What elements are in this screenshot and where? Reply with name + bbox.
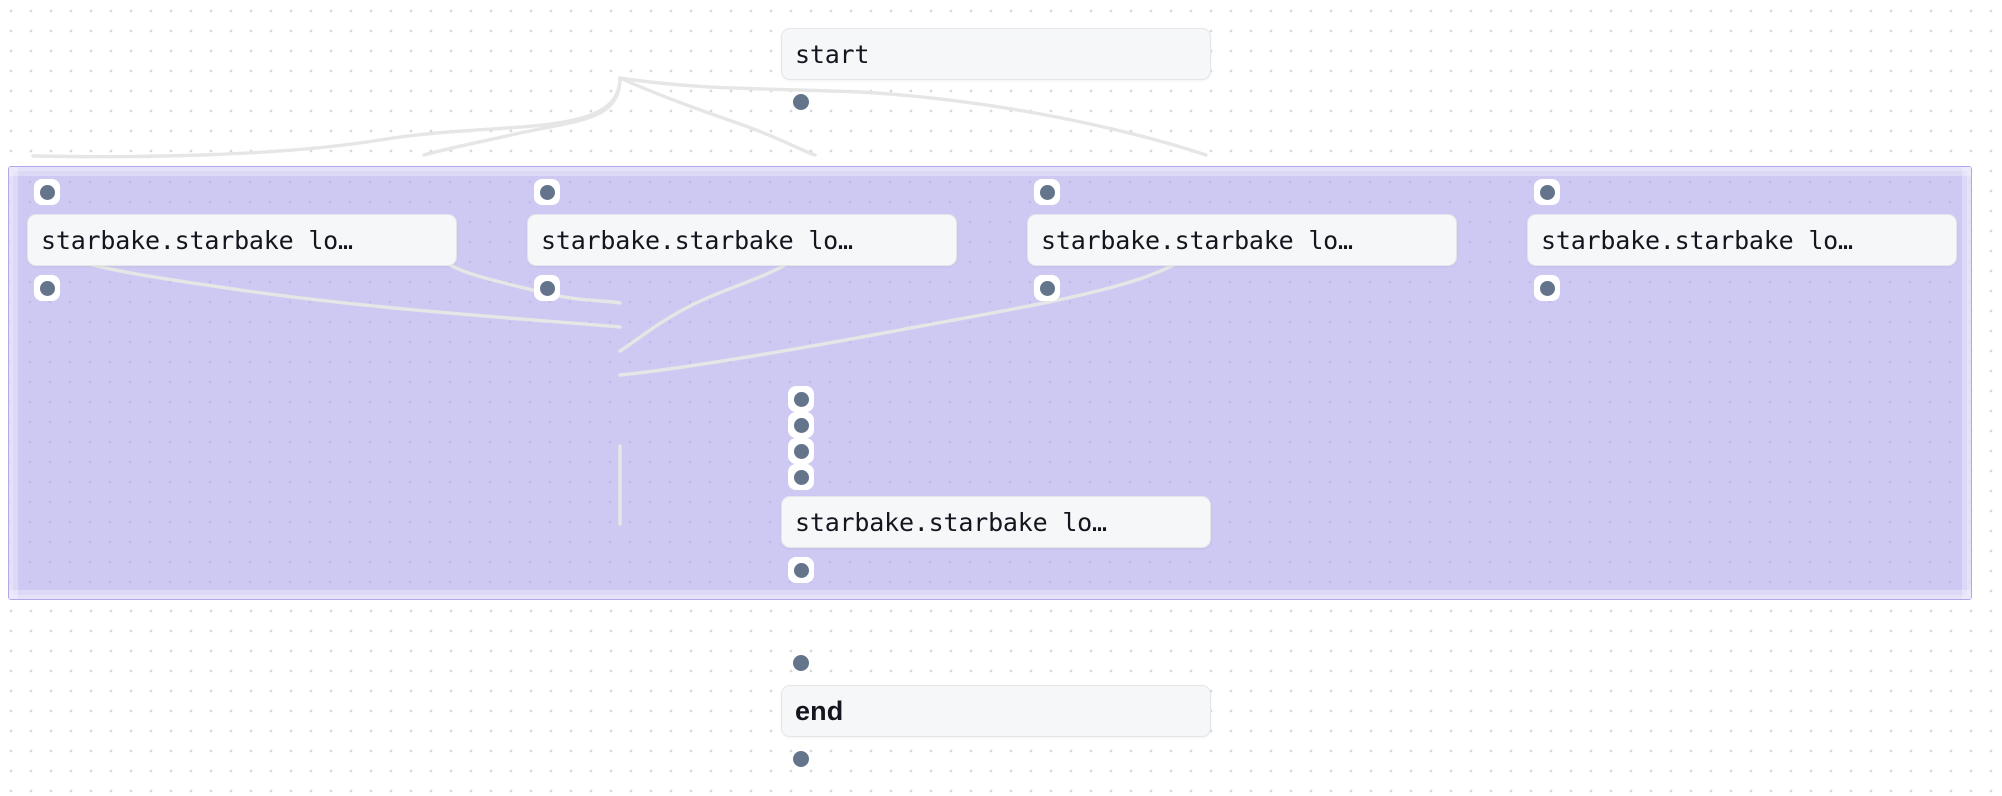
handle-dot-icon [39,184,55,200]
node-handle-target[interactable] [788,464,814,490]
node-handle-source[interactable] [1034,275,1060,301]
handle-dot-icon [539,184,555,200]
node-box[interactable]: start [781,28,1211,80]
handle-dot-icon [793,562,809,578]
node-label: start [795,41,870,67]
node-handle-source[interactable] [788,89,814,115]
node-box[interactable]: starbake.starbake_lo… [781,496,1211,548]
node-box[interactable]: starbake.starbake_lo… [1027,214,1457,266]
node-handle-target[interactable] [534,179,560,205]
graph-node-asset-1[interactable]: starbake.starbake_lo… [27,179,457,301]
group-top-band [9,167,1971,176]
node-handle-source[interactable] [34,275,60,301]
handle-dot-icon [39,280,55,296]
node-handle-source[interactable] [534,275,560,301]
node-handle-target[interactable] [788,438,814,464]
node-handle-source[interactable] [788,746,814,772]
handle-dot-icon [793,94,809,110]
handle-dot-icon [793,655,809,671]
handle-dot-icon [793,751,809,767]
handle-dot-icon [1539,184,1555,200]
group-left-band [9,167,18,599]
node-label: starbake.starbake_lo… [1541,227,1853,253]
node-box[interactable]: starbake.starbake_lo… [27,214,457,266]
handle-dot-icon [793,417,809,433]
node-handle-target[interactable] [1534,179,1560,205]
node-label: starbake.starbake_lo… [41,227,353,253]
handle-dot-icon [1039,184,1055,200]
node-handle-target[interactable] [1034,179,1060,205]
node-handle-target[interactable] [788,650,814,676]
group-right-band [1962,167,1971,599]
node-box[interactable]: starbake.starbake_lo… [527,214,957,266]
edge-path[interactable] [618,76,1208,157]
node-handle-target[interactable] [34,179,60,205]
handle-dot-icon [539,280,555,296]
node-label: end [795,697,844,725]
graph-node-asset-3[interactable]: starbake.starbake_lo… [1027,179,1457,301]
node-handle-source[interactable] [788,557,814,583]
handle-dot-icon [793,469,809,485]
handle-dot-icon [793,391,809,407]
group-bottom-band [9,590,1971,599]
edge-path[interactable] [422,76,622,157]
edge-path[interactable] [31,76,622,159]
graph-node-end[interactable]: end [781,655,1211,767]
node-box[interactable]: end [781,685,1211,737]
handle-dot-icon [793,443,809,459]
node-handle-target[interactable] [788,412,814,438]
node-label: starbake.starbake_lo… [795,509,1107,535]
graph-node-asset-4[interactable]: starbake.starbake_lo… [1527,179,1957,301]
handle-dot-icon [1039,280,1055,296]
graph-node-asset-2[interactable]: starbake.starbake_lo… [527,179,957,301]
node-label: starbake.starbake_lo… [1041,227,1353,253]
node-handle-target[interactable] [788,386,814,412]
node-handle-source[interactable] [1534,275,1560,301]
edge-path[interactable] [618,76,817,157]
node-label: starbake.starbake_lo… [541,227,853,253]
handle-dot-icon [1539,280,1555,296]
node-box[interactable]: starbake.starbake_lo… [1527,214,1957,266]
graph-node-asset-5[interactable]: starbake.starbake_lo… [781,386,1211,583]
graph-node-start[interactable]: start [781,28,1211,110]
